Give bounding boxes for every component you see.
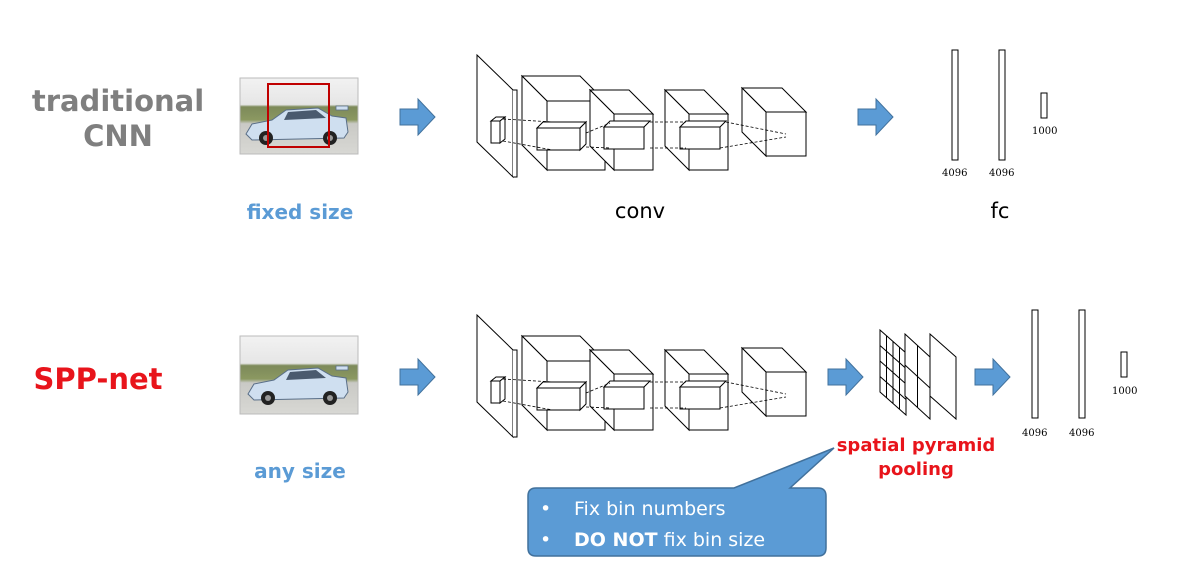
bullet-icon: • xyxy=(540,529,552,551)
traditional-cnn-label: traditional CNN xyxy=(30,84,206,155)
fc2-dim-spp: 4096 xyxy=(1069,428,1095,439)
callout-item-2-rest: fix bin size xyxy=(657,529,766,551)
spatial-pyramid-grids xyxy=(879,328,957,421)
callout-item-2: • DO NOT fix bin size xyxy=(540,525,820,556)
traditional-label-line2: CNN xyxy=(83,119,153,154)
fixed-size-label: fixed size xyxy=(246,200,354,224)
spatial-pyramid-pooling-label: spatial pyramid pooling xyxy=(826,434,1006,483)
crop-box xyxy=(267,83,330,148)
conv-layers-spp xyxy=(476,313,808,439)
fc1-dim-traditional: 4096 xyxy=(942,168,968,179)
callout-item-1-text: Fix bin numbers xyxy=(574,498,726,520)
conv-label: conv xyxy=(614,199,666,223)
bullet-icon: • xyxy=(540,498,552,520)
fc-layers-spp xyxy=(1031,309,1128,419)
fc1-dim-spp: 4096 xyxy=(1022,428,1048,439)
fc3-dim-spp: 1000 xyxy=(1112,386,1138,397)
fc-label: fc xyxy=(990,199,1010,223)
right-arrow-icon xyxy=(974,357,1011,397)
traditional-label-line1: traditional xyxy=(31,84,205,118)
callout-bubble xyxy=(527,447,835,557)
conv-layers-traditional xyxy=(476,53,808,179)
car-photo-full xyxy=(239,335,359,415)
fc-layers-traditional xyxy=(951,49,1048,161)
callout-content: • Fix bin numbers • DO NOT fix bin size xyxy=(540,494,820,556)
callout-item-1: • Fix bin numbers xyxy=(540,494,820,525)
fc2-dim-traditional: 4096 xyxy=(989,168,1015,179)
right-arrow-icon xyxy=(399,97,436,137)
any-size-label: any size xyxy=(254,459,346,483)
spp-label-line1: spatial pyramid xyxy=(836,435,996,456)
callout-item-2-bold: DO NOT xyxy=(574,529,658,551)
right-arrow-icon xyxy=(399,357,436,397)
fc3-dim-traditional: 1000 xyxy=(1032,126,1058,137)
right-arrow-icon xyxy=(827,357,864,397)
spp-net-label: SPP-net xyxy=(33,362,163,396)
right-arrow-icon xyxy=(857,97,894,137)
car-photo-cropped xyxy=(239,77,359,155)
spp-label-line2: pooling xyxy=(878,459,954,481)
